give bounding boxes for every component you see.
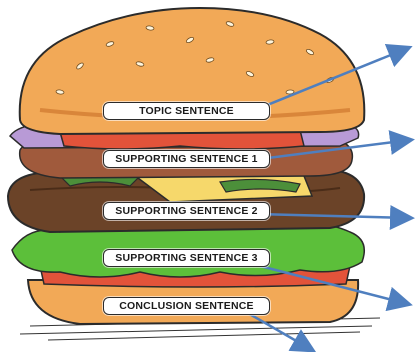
topic-sentence-label: TOPIC SENTENCE: [103, 102, 270, 120]
supporting-sentence-2-label: SUPPORTING SENTENCE 2: [103, 202, 270, 220]
conclusion-sentence-label: CONCLUSION SENTENCE: [103, 297, 270, 315]
supporting-sentence-3-label: SUPPORTING SENTENCE 3: [103, 249, 270, 267]
supporting-sentence-1-label: SUPPORTING SENTENCE 1: [103, 150, 270, 168]
